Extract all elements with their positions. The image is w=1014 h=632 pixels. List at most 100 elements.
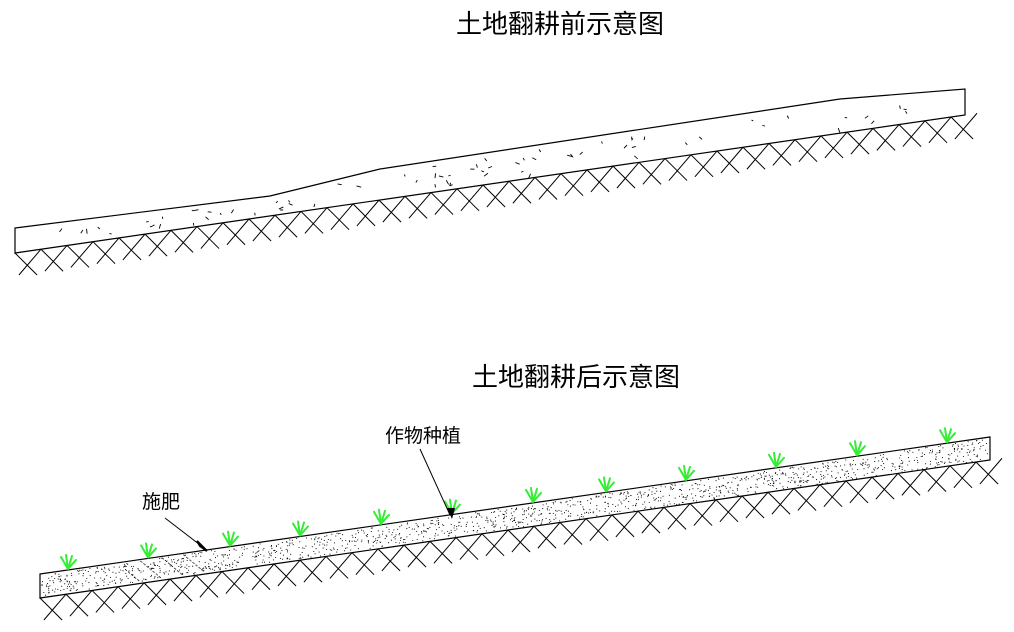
stipple-dot bbox=[967, 454, 969, 456]
stipple-dot bbox=[882, 456, 884, 458]
stipple-dot bbox=[827, 462, 829, 464]
stipple-dot bbox=[623, 493, 625, 495]
stipple-dot bbox=[239, 556, 241, 558]
soil-speck bbox=[278, 206, 284, 210]
hatch-line bbox=[18, 248, 42, 276]
top-soil-texture bbox=[59, 105, 908, 235]
stipple-dot bbox=[700, 496, 702, 498]
stipple-dot bbox=[901, 471, 903, 473]
stipple-dot bbox=[140, 571, 142, 573]
stipple-dot bbox=[844, 464, 846, 466]
stipple-dot bbox=[478, 513, 480, 515]
stipple-dot bbox=[773, 481, 775, 483]
stipple-dot bbox=[503, 514, 505, 516]
stipple-dot bbox=[866, 472, 868, 475]
stipple-dot bbox=[563, 512, 566, 514]
stipple-dot bbox=[170, 565, 173, 567]
soil-speck bbox=[786, 115, 790, 119]
stipple-dot bbox=[280, 552, 282, 554]
stipple-dot bbox=[916, 459, 918, 461]
stipple-dot bbox=[381, 533, 384, 535]
stipple-dot bbox=[228, 549, 230, 551]
stipple-dot bbox=[757, 486, 759, 488]
stipple-dot bbox=[470, 516, 472, 518]
stipple-dot bbox=[773, 485, 775, 487]
stipple-dot bbox=[824, 476, 826, 478]
stipple-dot bbox=[202, 570, 204, 572]
stipple-dot bbox=[394, 535, 396, 538]
stipple-dot bbox=[199, 551, 201, 554]
stipple-dot bbox=[935, 456, 937, 458]
stipple-dot bbox=[71, 575, 73, 577]
stipple-dot bbox=[495, 524, 497, 526]
stipple-dot bbox=[433, 538, 436, 540]
stipple-dot bbox=[834, 465, 836, 467]
grass-blade bbox=[605, 481, 615, 493]
stipple-dot bbox=[476, 522, 478, 524]
stipple-dot bbox=[736, 488, 738, 490]
hatch-line bbox=[923, 469, 947, 492]
stipple-dot bbox=[561, 513, 563, 515]
stipple-dot bbox=[281, 542, 283, 544]
stipple-dot bbox=[637, 499, 639, 501]
stipple-dot bbox=[66, 575, 68, 577]
hatch-line bbox=[798, 135, 822, 163]
stipple-dot bbox=[589, 509, 591, 511]
stipple-dot bbox=[95, 572, 97, 574]
stipple-dot bbox=[862, 465, 864, 467]
stipple-dot bbox=[196, 565, 198, 567]
stipple-dot bbox=[533, 511, 535, 513]
stipple-dot bbox=[567, 504, 569, 506]
stipple-dot bbox=[839, 465, 842, 467]
grass-blade bbox=[65, 553, 69, 570]
stipple-dot bbox=[554, 514, 556, 516]
hatch-line bbox=[252, 214, 276, 242]
stipple-dot bbox=[718, 495, 720, 497]
stipple-dot bbox=[635, 503, 637, 505]
stipple-dot bbox=[262, 549, 264, 551]
stipple-dot bbox=[580, 503, 582, 506]
stipple-dot bbox=[758, 478, 760, 480]
stipple-dot bbox=[655, 499, 657, 501]
grass-seedling-icon bbox=[768, 451, 785, 468]
stipple-dot bbox=[867, 467, 869, 469]
stipple-dot bbox=[223, 556, 225, 558]
stipple-dot bbox=[285, 541, 288, 543]
stipple-dot bbox=[392, 531, 394, 534]
stipple-dot bbox=[132, 565, 134, 568]
stipple-dot bbox=[479, 527, 481, 529]
stipple-dot bbox=[354, 545, 356, 547]
stipple-dot bbox=[173, 570, 176, 572]
grass-blade bbox=[145, 542, 149, 559]
stipple-dot bbox=[532, 512, 534, 514]
stipple-dot bbox=[125, 565, 127, 568]
stipple-dot bbox=[48, 577, 50, 579]
soil-speck bbox=[86, 228, 88, 234]
stipple-dot bbox=[48, 586, 50, 588]
stipple-dot bbox=[881, 458, 883, 460]
stipple-dot bbox=[790, 476, 792, 478]
stipple-dot bbox=[513, 511, 515, 513]
stipple-dot bbox=[542, 504, 544, 506]
stipple-dot bbox=[732, 490, 734, 492]
stipple-dot bbox=[144, 578, 146, 580]
stipple-dot bbox=[321, 538, 323, 540]
stipple-dot bbox=[681, 484, 683, 486]
stipple-dot bbox=[929, 460, 932, 463]
stipple-dot bbox=[779, 469, 781, 471]
stipple-dot bbox=[317, 538, 319, 540]
stipple-dot bbox=[546, 509, 548, 511]
stipple-dot bbox=[785, 474, 787, 476]
stipple-dot bbox=[403, 539, 405, 541]
hatch-line bbox=[768, 143, 792, 166]
stipple-dot bbox=[955, 459, 957, 461]
stipple-dot bbox=[799, 481, 801, 483]
stipple-dot bbox=[835, 477, 837, 479]
stipple-dot bbox=[108, 568, 110, 570]
stipple-dot bbox=[124, 565, 126, 567]
stipple-dot bbox=[612, 503, 614, 505]
stipple-dot bbox=[82, 585, 84, 587]
stipple-dot bbox=[715, 480, 717, 482]
stipple-dot bbox=[864, 463, 866, 465]
stipple-dot bbox=[637, 496, 639, 498]
